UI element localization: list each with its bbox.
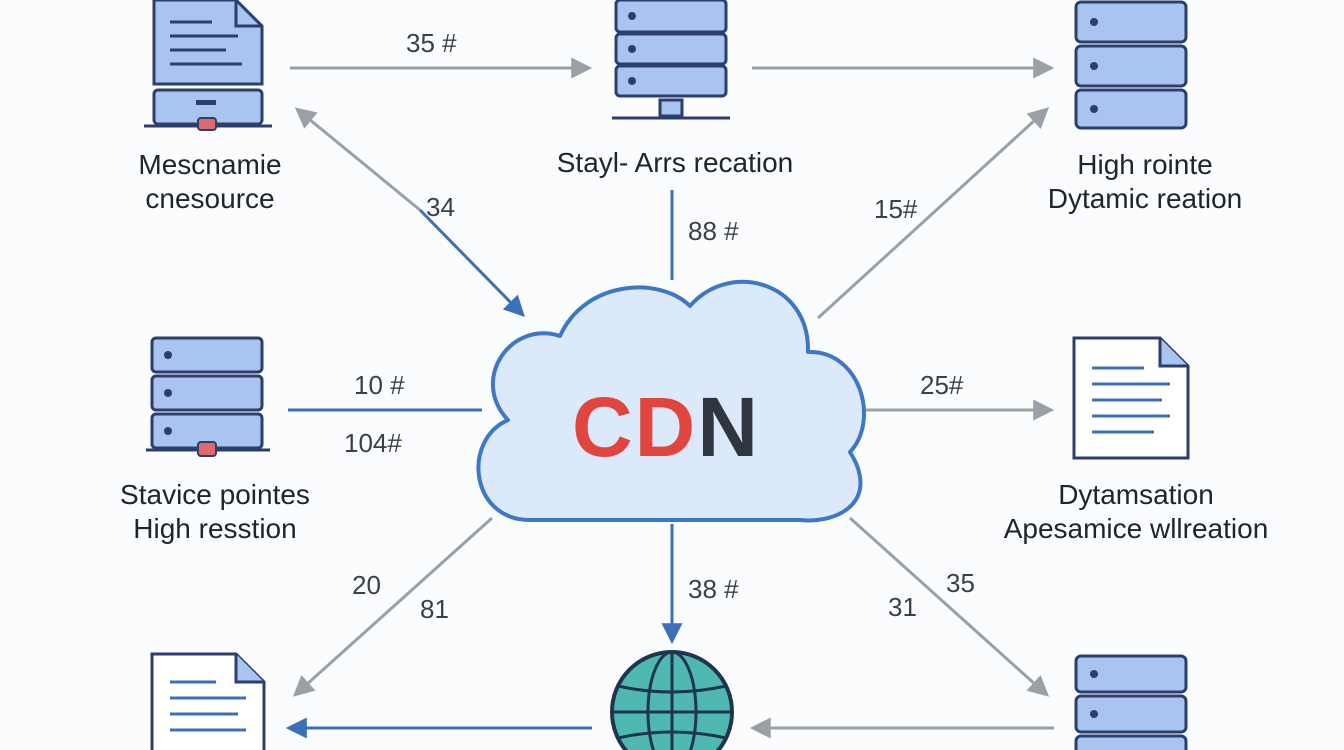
cdn-label-part1: CD [572, 380, 698, 474]
node-label-line: Stavice pointes [120, 479, 310, 510]
globe-icon [610, 650, 734, 750]
edge-label: 25# [920, 370, 964, 400]
node-label-line: Mescnamie [138, 149, 282, 180]
server-icon [1074, 0, 1188, 130]
edges [285, 57, 1055, 739]
edge-label: 104# [344, 428, 402, 458]
cloud-icon [476, 279, 867, 523]
edge-label: 88 # [688, 216, 739, 246]
arrow-cdn-to-top-left [294, 107, 421, 212]
document-server-icon [144, 0, 272, 131]
node-label-line: High rointe [1077, 149, 1213, 180]
node-label-mid-left: Stavice pointes High resstion [90, 478, 340, 546]
server-icon [612, 0, 730, 120]
arrow-cdn-to-bottom-right [848, 516, 1050, 697]
arrow-cdn-to-top-right [816, 107, 1050, 320]
node-label-top-left: Mescnamie cnesource [120, 148, 300, 216]
document-icon [150, 652, 266, 750]
node-label-line: High resstion [133, 513, 297, 544]
node-label-line: Dytamsation [1058, 479, 1214, 510]
arrow-top-left-to-cdn [418, 208, 525, 317]
cdn-label-part2: N [697, 380, 760, 474]
arrow-cdn-to-bottom-left [292, 516, 494, 697]
node-label-line: Apesamice wllreation [1003, 513, 1269, 544]
server-icon [146, 336, 270, 457]
edge-label: 38 # [688, 574, 739, 604]
cdn-label: CDN [572, 382, 760, 472]
node-label-line: Stayl- Arrs recation [556, 147, 794, 178]
edge-label: 81 [420, 594, 449, 624]
edge-label: 10 # [354, 370, 405, 400]
edge-label: 15# [874, 194, 918, 224]
edge-label: 31 [888, 592, 917, 622]
edge-label: 35 [946, 568, 975, 598]
edge-label: 34 [426, 192, 455, 222]
server-icon [1074, 654, 1188, 750]
document-icon [1072, 336, 1190, 460]
node-label-line: cnesource [145, 183, 275, 214]
node-label-mid-right: Dytamsation Apesamice wllreation [966, 478, 1306, 546]
edge-label: 20 [352, 570, 381, 600]
node-label-top-center: Stayl- Arrs recation [520, 146, 830, 180]
edge-label: 35 # [406, 28, 457, 58]
node-label-line: Dytamic reation [1047, 183, 1243, 214]
node-label-top-right: High rointe Dytamic reation [1010, 148, 1280, 216]
